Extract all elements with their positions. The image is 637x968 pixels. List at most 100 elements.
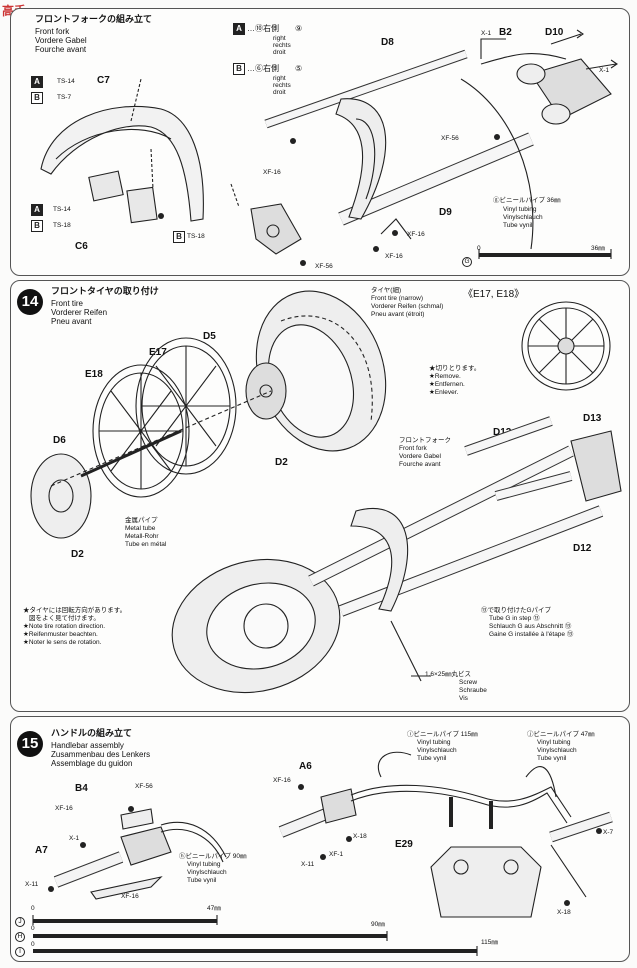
note-a-num: ⑨ xyxy=(295,24,303,33)
scale-h-zero: 0 xyxy=(31,925,35,932)
screw15-x11a: X-11 xyxy=(25,881,39,888)
note-b-text: …⑥右側 xyxy=(247,64,279,73)
rot-line-2: ★Note tire rotation direction. xyxy=(23,623,106,630)
part-d12b: D12 xyxy=(573,543,592,554)
part-b2: B2 xyxy=(499,27,512,38)
screw15-xf16a: XF-16 xyxy=(55,805,73,812)
step14-number: 14 xyxy=(17,289,43,315)
fork-line-0: Front fork xyxy=(399,445,427,452)
screw-line-2: Vis xyxy=(459,695,468,702)
note-a-line-2: droit xyxy=(273,49,286,56)
tubeg-jp: ⑬で取り付けたGパイプ xyxy=(481,607,552,614)
cut-jp: ★切りとります。 xyxy=(429,365,481,372)
step13-drawing xyxy=(40,29,618,266)
part-a6: A6 xyxy=(299,761,312,772)
note-b-line-1: rechts xyxy=(273,82,291,89)
fender-a-box: A xyxy=(31,76,43,88)
note-a-text: …⑩右側 xyxy=(247,24,279,33)
tire-line-1: Vorderer Reifen (schmal) xyxy=(371,303,444,310)
part-d5: D5 xyxy=(203,331,216,342)
note-b-line-0: right xyxy=(273,75,286,82)
scale-i-zero: 0 xyxy=(31,941,35,948)
part-e18: E18 xyxy=(85,369,103,380)
screw-xf56b: XF-56 xyxy=(315,263,333,270)
tubei-line-2: Tube vynil xyxy=(417,755,447,762)
tubej-line-1: Vinylschlauch xyxy=(537,747,577,754)
scale-g-zero: 0 xyxy=(477,245,481,252)
part-d6: D6 xyxy=(53,435,66,446)
screw15-xf56: XF-56 xyxy=(135,783,153,790)
screw15-xf16c: XF-16 xyxy=(273,777,291,784)
note-b-box: B xyxy=(233,63,245,75)
tire-jp: タイヤ(細) xyxy=(371,287,402,294)
tube-g-line-0: Vinyl tubing xyxy=(503,206,537,213)
screw-ts14b: TS-14 xyxy=(53,206,71,213)
step13-panel: フロントフォークの組み立て Front fork Vordere Gabel F… xyxy=(10,8,630,276)
screw-ts18a: TS-18 xyxy=(53,222,71,229)
screw-xf56a: XF-56 xyxy=(441,135,459,142)
screw15-xf1b: XF-1 xyxy=(329,851,344,858)
tire-line-2: Pneu avant (étroit) xyxy=(371,311,425,318)
part-d9: D9 xyxy=(439,207,452,218)
screw-xf16c: XF-16 xyxy=(385,253,403,260)
rot-line-4: ★Noter le sens de rotation. xyxy=(23,639,102,646)
step15-title-de: Zusammenbau des Lenkers xyxy=(51,750,151,759)
fender-b2-box: B xyxy=(31,220,43,232)
rot-line-0: ★タイヤには回転方向があります。 xyxy=(23,607,127,614)
note-b-line-2: droit xyxy=(273,89,286,96)
scale-j-len: 47㎜ xyxy=(207,905,221,912)
tubeg-line-1: Schlauch G aus Abschnitt ⑬ xyxy=(489,623,572,630)
tubeh-line-1: Vinylschlauch xyxy=(187,869,227,876)
part-d2b: D2 xyxy=(275,457,288,468)
fender-b3-box: B xyxy=(173,231,185,243)
part-c6: C6 xyxy=(75,241,88,252)
scale-g-letter: G xyxy=(462,257,472,267)
screw15-x18a: X-18 xyxy=(353,833,367,840)
fender-b-box: B xyxy=(31,92,43,104)
screw-xf16b: XF-16 xyxy=(407,231,425,238)
note-b-num: ⑤ xyxy=(295,64,303,73)
tubei-line-0: Vinyl tubing xyxy=(417,739,451,746)
part-d2a: D2 xyxy=(71,549,84,560)
step13-title-fr: Fourche avant xyxy=(35,45,87,54)
step14-title-en: Front tire xyxy=(51,299,84,308)
metal-line-2: Tube en métal xyxy=(125,541,167,548)
tubeh-jp: ⓗビニールパイプ 90㎜ xyxy=(179,853,247,860)
screw-jp: 1.6×25㎜丸ビス xyxy=(425,671,472,678)
screw-xf16a: XF-16 xyxy=(263,169,281,176)
tubej-jp: ⓙビニールパイプ 47㎜ xyxy=(527,731,595,738)
step14-drawing xyxy=(30,290,622,694)
tube-g-line-1: Vinylschlauch xyxy=(503,214,543,221)
screw15-x1a: X-1 xyxy=(69,835,80,842)
tube-g-jp: ⓖビニールパイプ 36㎜ xyxy=(493,197,561,204)
step14-title-de: Vorderer Reifen xyxy=(51,308,108,317)
cut-line-0: ★Remove. xyxy=(429,373,461,380)
step15-title-jp: ハンドルの組み立て xyxy=(51,728,133,738)
scale-i-letter: I xyxy=(15,947,25,957)
screw15-x7: X-7 xyxy=(603,829,614,836)
note-a-line-1: rechts xyxy=(273,42,291,49)
step15-drawing xyxy=(32,751,613,956)
rot-line-1: 図をよく見て付けます。 xyxy=(29,615,100,622)
screw-ts7: TS-7 xyxy=(57,94,72,101)
scale-h-len: 90㎜ xyxy=(371,921,385,928)
cut-line-2: ★Enlever. xyxy=(429,389,459,396)
scale-i-len: 115㎜ xyxy=(481,939,498,946)
tubeg-line-2: Gaine G installée à l'étape ⑬ xyxy=(489,631,574,638)
tubei-jp: ⓘビニールパイプ 115㎜ xyxy=(407,731,478,738)
metal-line-0: Metal tube xyxy=(125,525,156,532)
metal-line-1: Metall-Rohr xyxy=(125,533,159,540)
tube-g-line-2: Tube vynil xyxy=(503,222,533,229)
part-d13: D13 xyxy=(583,413,602,424)
step14-panel: 14 フロントタイヤの取り付け Front tire Vorderer Reif… xyxy=(10,280,630,712)
rot-line-3: ★Reifenmuster beachten. xyxy=(23,631,98,638)
tubeg-line-0: Tube G in step ⑬ xyxy=(489,615,540,622)
scale-g-len: 36㎜ xyxy=(591,245,605,252)
tubej-line-0: Vinyl tubing xyxy=(537,739,571,746)
fork-line-1: Vordere Gabel xyxy=(399,453,441,460)
step13-title-en: Front fork xyxy=(35,27,70,36)
fender-a2-box: A xyxy=(31,204,43,216)
part-d8: D8 xyxy=(381,37,394,48)
step13-title-jp: フロントフォークの組み立て xyxy=(35,14,153,24)
